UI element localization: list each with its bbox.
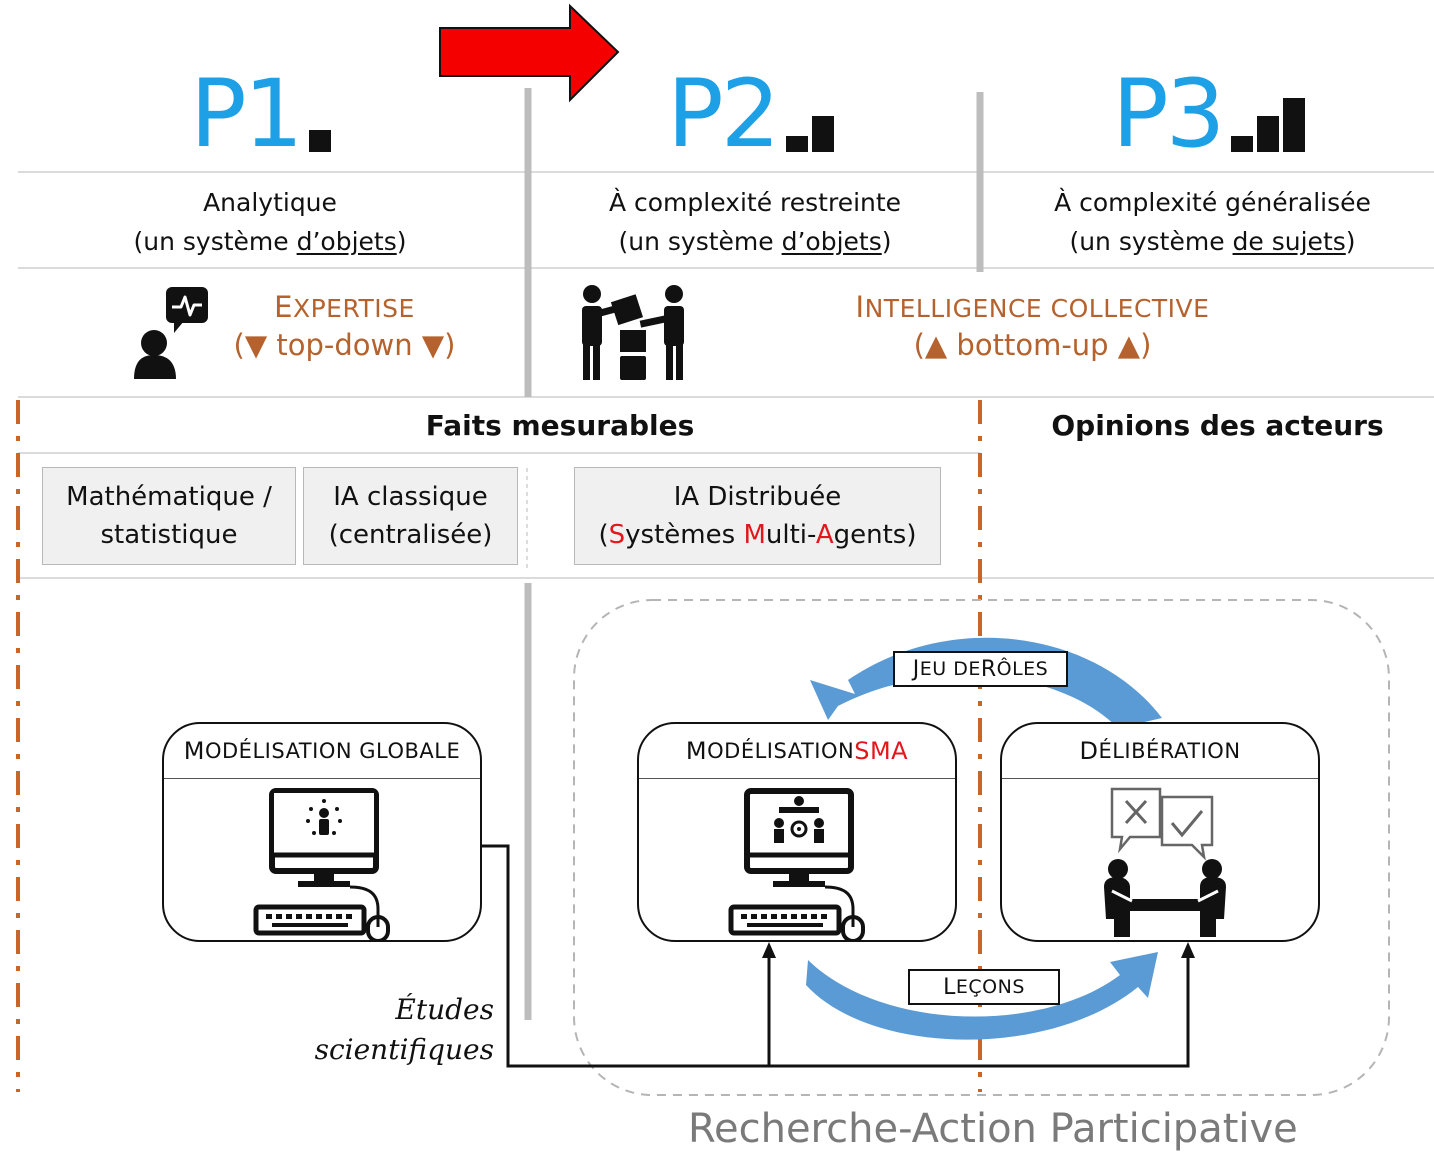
category-math: Mathématique /statistique — [42, 467, 296, 565]
section-facts: Faits mesurables — [425, 409, 695, 442]
header-p1-title: Analytique — [203, 188, 337, 217]
phase-p3: P3 — [1112, 68, 1305, 162]
phase-dividers — [524, 88, 984, 1020]
scientific-studies-label: Études scientifiques — [314, 993, 494, 1066]
header-p1: Analytique (un système d’objets) — [60, 183, 480, 261]
deliberation-icon — [1104, 787, 1226, 937]
computer-agents-icon — [728, 788, 865, 940]
connector-arrowheads — [762, 942, 1195, 958]
expert-icon — [134, 287, 208, 379]
expertise-block: EXPERTISE (▼ top-down ▼) — [212, 290, 477, 362]
phase-p1: P1 — [190, 68, 331, 162]
phase-p2-bars-icon — [785, 116, 834, 152]
collective-direction: (▲ bottom-up ▲) — [913, 328, 1152, 362]
participatory-region — [573, 599, 1390, 1096]
header-p2-sub: (un système d’objets) — [618, 227, 892, 256]
expertise-direction: (▼ top-down ▼) — [233, 328, 456, 362]
row-separators — [18, 171, 1434, 579]
category-ia-classic: IA classique(centralisée) — [303, 467, 518, 565]
footer-participatory-research: Recherche-Action Participative — [688, 1106, 1298, 1152]
phase-p1-bars-icon — [308, 130, 331, 152]
header-p3-title: À complexité généralisée — [1054, 188, 1371, 217]
phase-p1-label: P1 — [190, 60, 303, 169]
header-p2: À complexité restreinte (un système d’ob… — [550, 183, 960, 261]
collective-block: INTELLIGENCE COLLECTIVE (▲ bottom-up ▲) — [850, 290, 1215, 362]
progress-arrow — [439, 3, 620, 103]
header-p3-sub: (un système de sujets) — [1069, 227, 1356, 256]
phase-p2-label: P2 — [667, 60, 780, 169]
computer-network-icon — [253, 788, 390, 940]
phase-p2: P2 — [667, 68, 834, 162]
header-p3: À complexité généralisée (un système de … — [1000, 183, 1425, 261]
category-ia-distributed: IA Distribuée (Systèmes Multi-Agents) — [574, 467, 941, 565]
section-opinions: Opinions des acteurs — [1051, 409, 1384, 442]
cycle-arrow-bottom — [806, 952, 1158, 1040]
phase-p3-bars-icon — [1230, 98, 1305, 152]
expertise-title: EXPERTISE — [274, 290, 415, 324]
header-p2-title: À complexité restreinte — [608, 188, 902, 217]
collaboration-icon — [582, 285, 684, 380]
phase-p3-label: P3 — [1112, 60, 1225, 169]
collective-title: INTELLIGENCE COLLECTIVE — [855, 290, 1210, 324]
study-connectors — [482, 844, 1190, 1068]
header-p1-sub: (un système d’objets) — [133, 227, 407, 256]
orange-boundaries — [16, 400, 982, 1092]
